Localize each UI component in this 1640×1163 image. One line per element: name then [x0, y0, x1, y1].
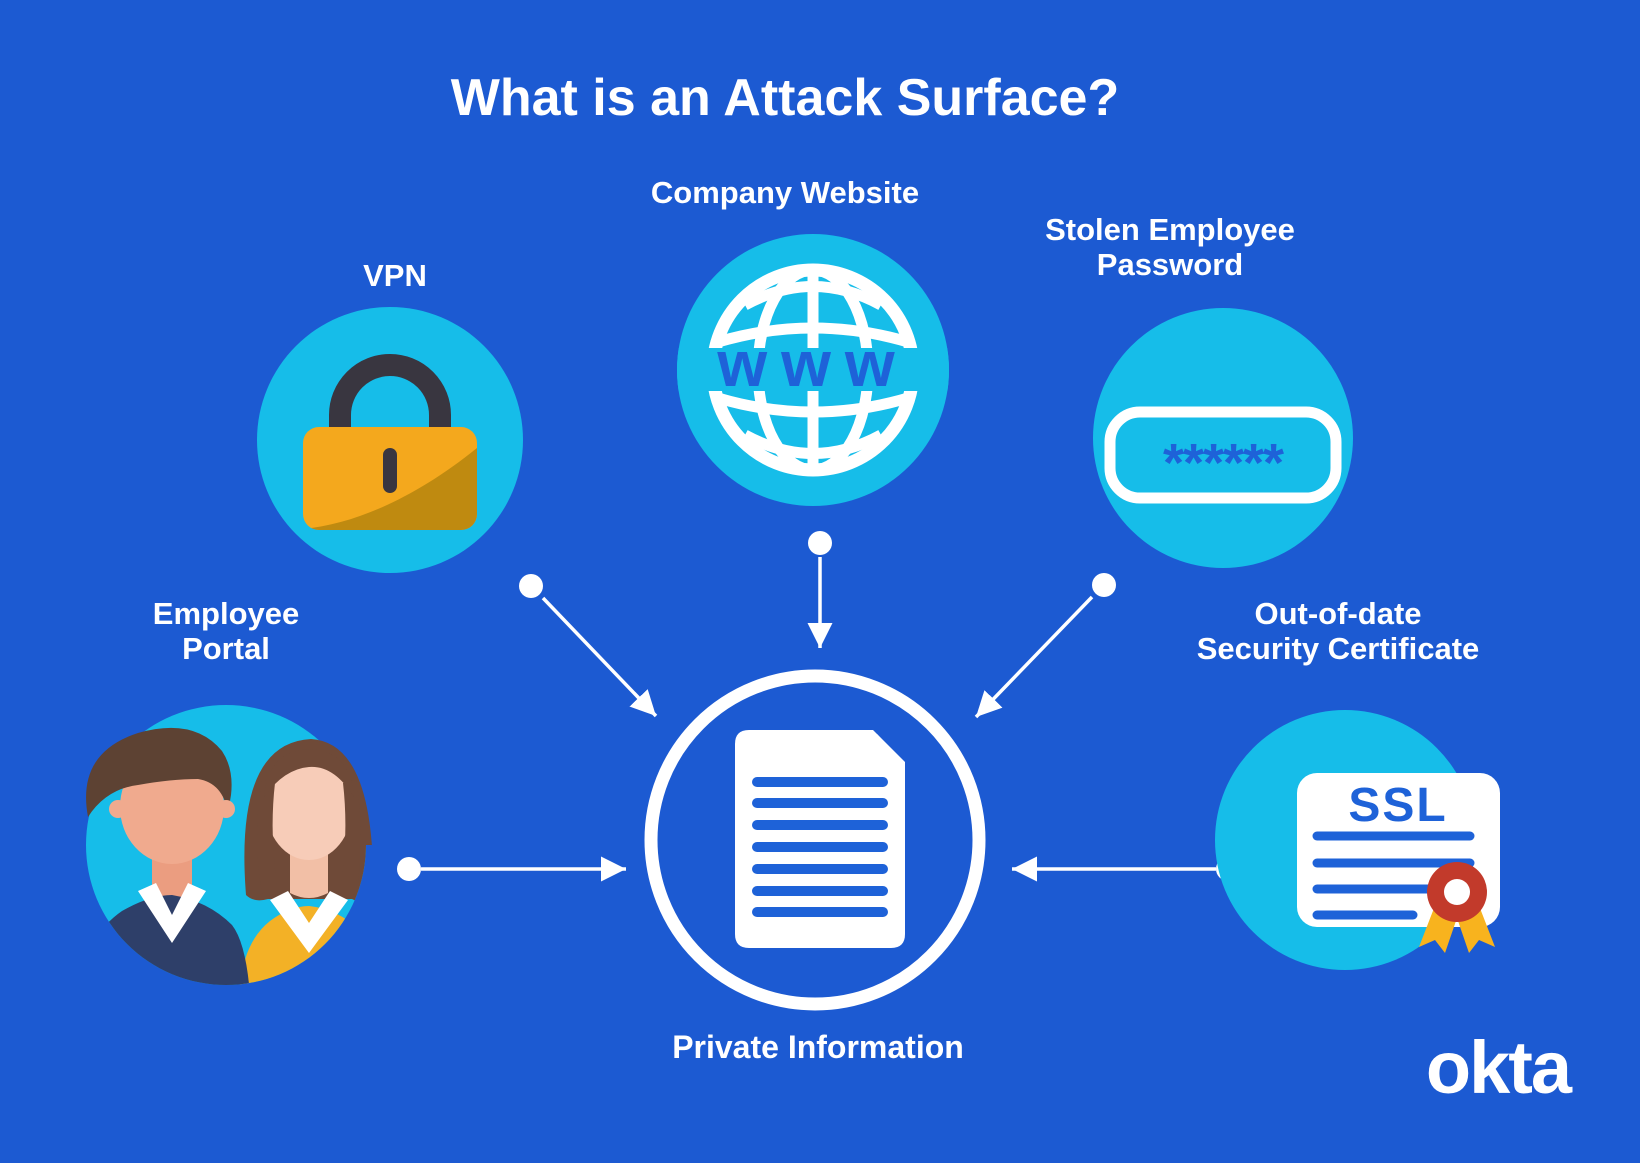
employees-icon	[78, 705, 376, 985]
document-icon	[735, 730, 905, 948]
private-information-hub	[644, 669, 986, 1011]
masked-password-text: ******	[1163, 433, 1284, 493]
www-text: www	[716, 328, 908, 400]
arrow-origin-dot	[1092, 573, 1116, 597]
password-field-icon: ******	[1093, 308, 1353, 568]
arrow-portal-to-center	[397, 856, 626, 882]
employee-portal-label: Employee Portal	[152, 596, 300, 666]
man-figure	[78, 727, 250, 985]
arrow-password-to-center	[974, 573, 1116, 719]
arrow-origin-dot	[808, 531, 832, 555]
company-website-label: Company Website	[650, 175, 920, 210]
arrow-website-to-center	[807, 531, 833, 648]
vpn-label: VPN	[363, 258, 427, 293]
padlock-icon	[257, 307, 523, 573]
ssl-certificate-icon: SSL	[1215, 710, 1500, 970]
stolen-password-label: Stolen Employee Password	[1045, 212, 1295, 282]
ssl-text: SSL	[1348, 779, 1447, 832]
arrow-origin-dot	[397, 857, 421, 881]
woman-figure	[239, 739, 376, 985]
okta-logo: okta	[1425, 1026, 1572, 1109]
page-title: What is an Attack Surface?	[450, 69, 1120, 127]
arrow-origin-dot	[519, 574, 543, 598]
private-information-label: Private Information	[672, 1029, 964, 1065]
ribbon-seal	[1419, 862, 1495, 953]
arrow-vpn-to-center	[519, 574, 658, 718]
security-certificate-label: Out-of-date Security Certificate	[1196, 596, 1480, 666]
globe-icon: www	[677, 234, 949, 506]
hub-ring	[644, 669, 986, 1011]
